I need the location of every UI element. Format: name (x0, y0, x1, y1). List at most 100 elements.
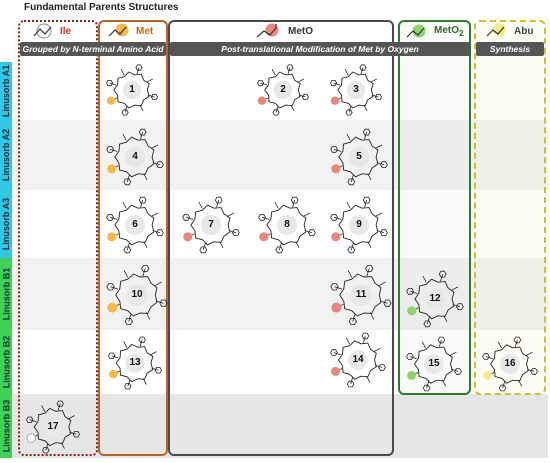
column-frame-abu (474, 20, 546, 395)
modified-residue-highlight (331, 164, 341, 174)
modified-residue-highlight (331, 232, 341, 242)
compound-15: 15 (404, 334, 464, 394)
cyclopeptide-structure (26, 400, 80, 454)
column-header-meto: MetO (254, 22, 313, 40)
macrocycle-ring (266, 204, 307, 246)
column-frame-meto (168, 20, 394, 456)
macrocycle-ring (414, 278, 455, 320)
modified-residue-highlight (109, 369, 118, 379)
compound-number: 17 (47, 421, 59, 432)
macrocycle-ring (489, 344, 529, 384)
compound-14: 14 (328, 330, 388, 390)
macrocycle-ring (114, 204, 155, 246)
modified-residue-highlight (257, 96, 267, 105)
modified-residue-highlight (331, 302, 342, 313)
modified-residue-highlight (183, 232, 193, 242)
sidebar-seg-a3 (0, 190, 12, 258)
compound-17: 17 (24, 398, 82, 456)
macrocycle-ring (339, 273, 382, 317)
macrocycle-ring (33, 407, 72, 447)
compound-13: 13 (106, 334, 164, 392)
subheader-oxygen: Post-translational Modification of Met b… (170, 42, 470, 56)
sidebar-seg-b1 (0, 258, 12, 330)
compound-number: 11 (355, 289, 367, 300)
sidebar-seg-a2 (0, 120, 12, 190)
cyclopeptide-structure (482, 336, 538, 392)
cyclopeptide-structure (330, 64, 382, 116)
column-header-meto2: MetO2 (404, 22, 464, 40)
compound-number: 10 (131, 289, 143, 300)
compound-number: 16 (504, 358, 516, 369)
compound-number: 12 (429, 293, 441, 304)
macrocycle-ring (337, 340, 377, 380)
cyclopeptide-structure (330, 196, 388, 254)
met-sidechain-icon (108, 23, 129, 37)
compound-number: 6 (132, 219, 138, 230)
macrocycle-ring (190, 204, 231, 246)
compound-11: 11 (328, 262, 394, 328)
subheader-synthesis: Synthesis (476, 42, 544, 56)
cyclopeptide-structure (106, 64, 158, 116)
compound-number: 9 (356, 219, 362, 230)
cyclopeptide-structure (257, 64, 309, 116)
column-header-ile: Ile (30, 22, 71, 40)
compound-8: 8 (256, 194, 318, 256)
cyclopeptide-structure (182, 196, 240, 254)
compound-number: 5 (356, 151, 362, 162)
compound-9: 9 (328, 194, 390, 256)
cyclopeptide-structure (108, 336, 162, 390)
row-band-b1 (12, 258, 548, 330)
sidebar-seg-a1 (0, 62, 12, 120)
modified-residue-highlight (107, 164, 117, 174)
compound-number: 4 (132, 151, 138, 162)
cyclopeptide-structure (258, 196, 316, 254)
compound-4: 4 (104, 126, 166, 188)
cyclopeptide-structure (406, 270, 464, 328)
row-label-b3: Linusorb B3 (1, 399, 12, 453)
meto2-subscript: 2 (459, 27, 464, 38)
macrocycle-ring (413, 344, 453, 384)
row-label-a1: Linusorb A1 (1, 64, 12, 118)
modified-residue-highlight (330, 96, 340, 105)
modified-residue-highlight (407, 306, 417, 316)
meto2-sidechain-icon (406, 24, 426, 38)
compound-10: 10 (104, 262, 170, 328)
sidebar-seg-b2 (0, 330, 12, 394)
macrocycle-ring (338, 136, 379, 178)
modified-residue-highlight (259, 232, 269, 242)
compound-5: 5 (328, 126, 390, 188)
macrocycle-ring (338, 204, 379, 246)
cyclopeptide-structure (330, 265, 392, 325)
cyclopeptide-structure (106, 196, 164, 254)
compound-12: 12 (404, 268, 466, 330)
modified-residue-highlight (107, 302, 118, 313)
cyclopeptide-structure (106, 265, 168, 325)
row-label-a2: Linusorb A2 (1, 128, 12, 182)
compound-number: 1 (129, 84, 135, 95)
column-frame-met (98, 20, 168, 456)
row-label-b1: Linusorb B1 (1, 267, 12, 321)
modified-residue-highlight (106, 96, 116, 105)
sidebar-seg-b3 (0, 394, 12, 458)
macrocycle-ring (113, 71, 150, 109)
macrocycle-ring (264, 71, 301, 109)
row-label-a3: Linusorb A3 (1, 197, 12, 251)
compound-1: 1 (104, 62, 160, 118)
row-band-b2 (12, 330, 548, 394)
modified-residue-highlight (331, 366, 340, 376)
column-frame-ile (18, 20, 98, 456)
modified-residue-highlight (407, 370, 416, 380)
column-frame-meto2 (398, 20, 471, 395)
compound-16: 16 (480, 334, 540, 394)
cyclopeptide-structure (330, 128, 388, 186)
compound-7: 7 (180, 194, 242, 256)
macrocycle-ring (337, 71, 374, 109)
modified-residue-highlight (107, 232, 117, 242)
compound-number: 7 (208, 219, 214, 230)
compound-3: 3 (328, 62, 384, 118)
compound-number: 13 (129, 357, 141, 368)
subheader-amino: Grouped by N-terminal Amino Acid (20, 42, 166, 56)
row-band-b3 (12, 394, 548, 458)
macrocycle-ring (115, 343, 154, 383)
macrocycle-ring (115, 273, 158, 317)
